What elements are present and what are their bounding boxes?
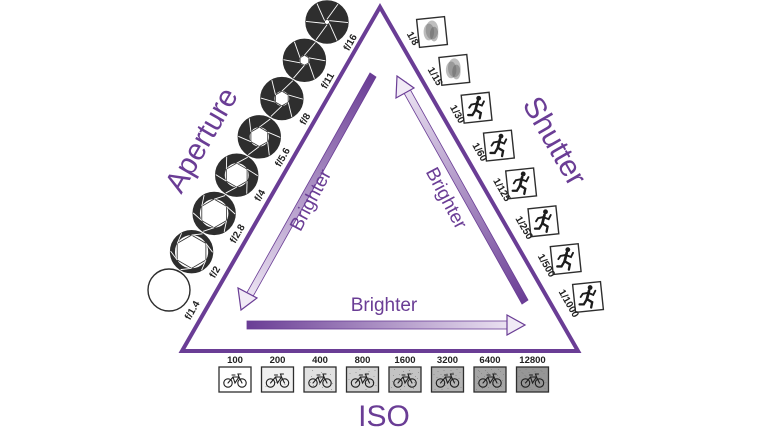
runner-icon xyxy=(533,209,552,233)
bicycle-icon xyxy=(520,373,545,388)
aperture-stop: f/8 xyxy=(260,76,314,127)
iso-value: 3200 xyxy=(430,355,465,393)
iso-value: 100 xyxy=(218,355,252,393)
aperture-stop: f/1.4 xyxy=(147,268,203,322)
bicycle-icon xyxy=(435,373,460,388)
aperture-blade-icon xyxy=(192,191,236,236)
aperture-blade-icon xyxy=(260,76,304,121)
bicycle-icon xyxy=(308,373,332,388)
bicycle-icon xyxy=(393,373,417,388)
iso-value-label: 100 xyxy=(227,355,243,366)
aperture-scale: f/1.4f/2f/2.8f/4f/5.6f/8f/11f/16 xyxy=(147,0,360,322)
aperture-blade-icon xyxy=(305,0,349,44)
iso-value: 12800 xyxy=(515,355,550,393)
shutter-speed: 1/8 xyxy=(404,15,449,49)
shutter-speed: 1/60 xyxy=(469,129,516,164)
aperture-blade-icon xyxy=(147,268,191,312)
iso-value: 800 xyxy=(345,355,380,393)
iso-brighter-arrow xyxy=(246,313,527,337)
aperture-blade-icon xyxy=(237,115,281,159)
bicycle-icon xyxy=(350,373,375,388)
shutter-speed: 1/1000 xyxy=(556,280,605,320)
shutter-speed: 1/250 xyxy=(513,205,560,242)
iso-arrow-label: Brighter xyxy=(351,295,418,316)
aperture-blade-icon xyxy=(169,230,214,274)
blurred-runner-icon xyxy=(445,58,461,80)
aperture-stop-label: f/8 xyxy=(298,111,314,127)
iso-value-label: 200 xyxy=(270,355,286,366)
iso-value: 1600 xyxy=(388,355,422,393)
aperture-stop: f/11 xyxy=(282,38,337,91)
exposure-triangle xyxy=(178,2,582,353)
bicycle-icon xyxy=(478,373,502,388)
shutter-speed: 1/500 xyxy=(535,242,582,280)
iso-value: 400 xyxy=(303,355,337,393)
aperture-stop-label: f/4 xyxy=(253,188,269,204)
iso-value-label: 400 xyxy=(312,355,328,366)
shutter-brighter-arrow xyxy=(395,74,529,305)
blurred-runner-icon xyxy=(423,20,439,42)
aperture-stop: f/2.8 xyxy=(192,191,248,246)
iso-value: 6400 xyxy=(473,355,507,393)
aperture-stop-label: f/2 xyxy=(208,264,224,280)
aperture-stop: f/16 xyxy=(305,0,360,53)
aperture-arrow-label: Brighter xyxy=(286,166,336,235)
shutter-speed: 1/125 xyxy=(490,167,538,204)
iso-value-label: 1600 xyxy=(394,355,415,366)
bicycle-icon xyxy=(265,373,290,388)
aperture-blade-icon xyxy=(282,38,327,82)
iso-scale: 100 200 400 800 1600 3200 6400 12800 xyxy=(218,355,550,393)
runner-icon xyxy=(489,133,508,158)
iso-value-label: 3200 xyxy=(437,355,458,366)
runner-icon xyxy=(556,247,574,271)
runner-icon xyxy=(578,285,597,309)
runner-icon xyxy=(467,95,485,120)
aperture-stop: f/2 xyxy=(169,230,224,280)
shutter-speed: 1/30 xyxy=(447,91,493,126)
iso-title: ISO xyxy=(358,400,410,433)
aperture-blade-icon xyxy=(215,153,259,197)
aperture-stop: f/4 xyxy=(215,153,269,204)
aperture-brighter-arrow xyxy=(237,72,377,312)
iso-value: 200 xyxy=(260,355,295,393)
iso-value-label: 6400 xyxy=(479,355,500,366)
bicycle-icon xyxy=(223,373,247,388)
shutter-speed: 1/15 xyxy=(425,53,471,88)
iso-value-label: 12800 xyxy=(519,355,545,366)
iso-value-label: 800 xyxy=(355,355,371,366)
runner-icon xyxy=(511,171,530,196)
